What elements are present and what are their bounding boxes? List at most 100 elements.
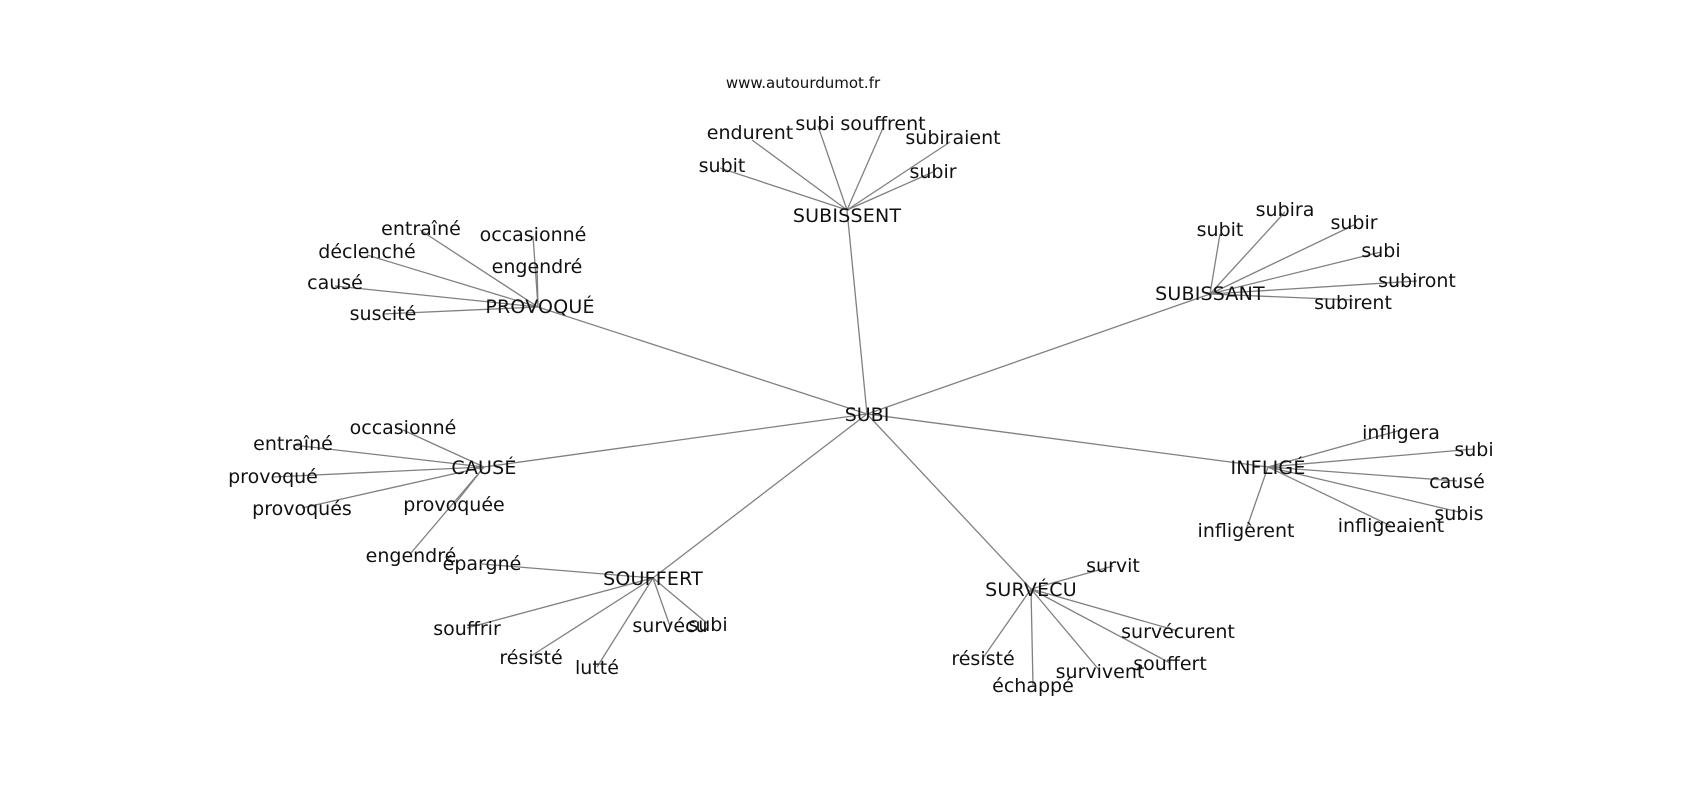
edge-provoque-word-5 xyxy=(382,306,539,315)
center-word[interactable]: SUBI xyxy=(845,404,890,426)
edge-souffert-word-4 xyxy=(652,577,671,627)
edge-inflige-word-5 xyxy=(1245,466,1269,531)
leaf-word-souffert-2[interactable]: résisté xyxy=(499,647,562,669)
leaf-word-subissant-1[interactable]: subira xyxy=(1256,199,1315,221)
edge-cause-word-5 xyxy=(410,466,485,554)
leaf-word-subissant-2[interactable]: subir xyxy=(1330,212,1377,234)
hub-word-subissant[interactable]: SUBISSANT xyxy=(1155,283,1265,305)
edge-survecu-word-0 xyxy=(1030,565,1114,590)
leaf-word-subissent-4[interactable]: subiraient xyxy=(905,127,1000,149)
leaf-word-provoque-4[interactable]: causé xyxy=(307,272,363,294)
edge-souffert-word-0 xyxy=(481,563,654,579)
leaf-word-survecu-3[interactable]: survivent xyxy=(1056,661,1145,683)
leaf-word-provoque-2[interactable]: déclenché xyxy=(318,241,415,263)
leaf-word-provoque-0[interactable]: entraîné xyxy=(381,218,461,240)
edge-provoque-word-3 xyxy=(536,264,539,308)
edge-subissant-word-2 xyxy=(1209,224,1355,295)
leaf-word-subissent-5[interactable]: subir xyxy=(909,161,956,183)
leaf-word-provoque-3[interactable]: engendré xyxy=(492,256,583,278)
edge-inflige-word-2 xyxy=(1267,466,1458,482)
edge-cause-word-0 xyxy=(402,429,485,468)
edge-inflige-word-4 xyxy=(1267,466,1392,527)
leaf-word-inflige-0[interactable]: infligera xyxy=(1362,422,1440,444)
hub-word-subissent[interactable]: SUBISSENT xyxy=(793,205,902,227)
leaf-word-souffert-1[interactable]: souffrir xyxy=(433,618,501,640)
leaf-word-souffert-3[interactable]: lutté xyxy=(575,657,619,679)
edge-center-provoque xyxy=(537,306,868,415)
edge-provoque-word-0 xyxy=(419,229,539,308)
edge-center-survecu xyxy=(866,413,1032,590)
edge-provoque-word-2 xyxy=(366,254,539,308)
edge-provoque-word-4 xyxy=(334,285,539,308)
leaf-word-inflige-5[interactable]: infligèrent xyxy=(1198,520,1295,542)
edge-cause-word-3 xyxy=(301,466,485,509)
leaf-word-inflige-2[interactable]: causé xyxy=(1429,471,1485,493)
edge-cause-word-2 xyxy=(272,466,485,478)
edge-inflige-word-1 xyxy=(1267,448,1475,468)
leaf-word-subissent-3[interactable]: souffrent xyxy=(840,113,925,135)
edge-subissent-word-2 xyxy=(817,125,848,211)
edge-survecu-word-2 xyxy=(1030,588,1171,664)
leaf-word-cause-0[interactable]: occasionné xyxy=(350,417,457,439)
leaf-word-survecu-0[interactable]: survit xyxy=(1086,555,1140,577)
leaf-word-cause-3[interactable]: provoqués xyxy=(252,498,352,520)
leaf-word-souffert-5[interactable]: subi xyxy=(688,614,727,636)
leaf-word-cause-4[interactable]: provoquée xyxy=(403,494,504,516)
edge-subissant-word-4 xyxy=(1209,280,1418,295)
leaf-word-subissant-5[interactable]: subirent xyxy=(1314,292,1392,314)
leaf-word-provoque-1[interactable]: occasionné xyxy=(480,224,587,246)
edge-inflige-word-3 xyxy=(1267,466,1460,513)
edge-subissent-word-1 xyxy=(751,139,848,211)
leaf-word-subissent-1[interactable]: endurent xyxy=(707,122,793,144)
edge-subissent-word-0 xyxy=(719,167,848,211)
hub-word-survecu[interactable]: SURVÉCU xyxy=(985,578,1077,601)
edge-cause-word-1 xyxy=(292,444,485,468)
edge-subissent-word-4 xyxy=(846,141,951,211)
hub-word-inflige[interactable]: INFLIGÉ xyxy=(1230,456,1305,479)
leaf-word-inflige-3[interactable]: subis xyxy=(1434,503,1483,525)
leaf-word-subissant-0[interactable]: subit xyxy=(1197,219,1244,241)
leaf-word-survecu-2[interactable]: souffert xyxy=(1133,653,1207,675)
edge-subissant-word-0 xyxy=(1209,233,1221,295)
edge-center-inflige xyxy=(866,413,1269,468)
edge-souffert-word-2 xyxy=(530,577,654,657)
edge-souffert-word-1 xyxy=(466,577,654,629)
edge-center-subissant xyxy=(866,293,1211,415)
edge-survecu-word-5 xyxy=(982,588,1032,659)
leaf-word-subissant-3[interactable]: subi xyxy=(1361,240,1400,262)
leaf-word-subissant-4[interactable]: subiront xyxy=(1378,270,1456,292)
leaf-word-inflige-1[interactable]: subi xyxy=(1454,439,1493,461)
leaf-word-provoque-5[interactable]: suscité xyxy=(350,303,417,325)
hub-word-provoque[interactable]: PROVOQUÉ xyxy=(485,295,594,318)
hub-word-cause[interactable]: CAUSÉ xyxy=(451,456,516,479)
leaf-word-cause-2[interactable]: provoqué xyxy=(228,466,318,488)
edge-souffert-word-3 xyxy=(596,577,654,668)
leaf-word-cause-5[interactable]: engendré xyxy=(366,545,457,567)
edge-souffert-word-5 xyxy=(652,577,709,625)
edge-subissant-word-1 xyxy=(1209,211,1286,295)
graph-edges xyxy=(272,125,1475,686)
leaf-word-souffert-4[interactable]: survécu xyxy=(632,615,707,637)
leaf-word-survecu-4[interactable]: échappé xyxy=(992,675,1074,697)
edge-survecu-word-1 xyxy=(1030,588,1179,632)
edge-center-souffert xyxy=(652,413,868,579)
edge-survecu-word-4 xyxy=(1030,588,1034,686)
hub-word-souffert[interactable]: SOUFFERT xyxy=(603,568,703,590)
edge-survecu-word-3 xyxy=(1030,588,1101,672)
leaf-word-subissent-0[interactable]: subit xyxy=(699,155,746,177)
source-label: www.autourdumot.fr xyxy=(726,74,881,92)
edge-center-cause xyxy=(483,413,868,468)
leaf-word-survecu-1[interactable]: survécurent xyxy=(1121,621,1235,643)
edge-subissent-word-5 xyxy=(846,171,934,211)
leaf-word-cause-1[interactable]: entraîné xyxy=(253,433,333,455)
edge-subissant-word-3 xyxy=(1209,251,1382,295)
leaf-word-souffert-0[interactable]: épargné xyxy=(443,553,522,575)
edge-center-subissent xyxy=(846,209,868,415)
edge-subissant-word-5 xyxy=(1209,293,1354,301)
edge-inflige-word-0 xyxy=(1267,429,1402,468)
leaf-word-inflige-4[interactable]: infligeaient xyxy=(1338,515,1444,537)
leaf-word-survecu-5[interactable]: résisté xyxy=(951,648,1014,670)
leaf-word-subissent-2[interactable]: subi xyxy=(795,113,834,135)
